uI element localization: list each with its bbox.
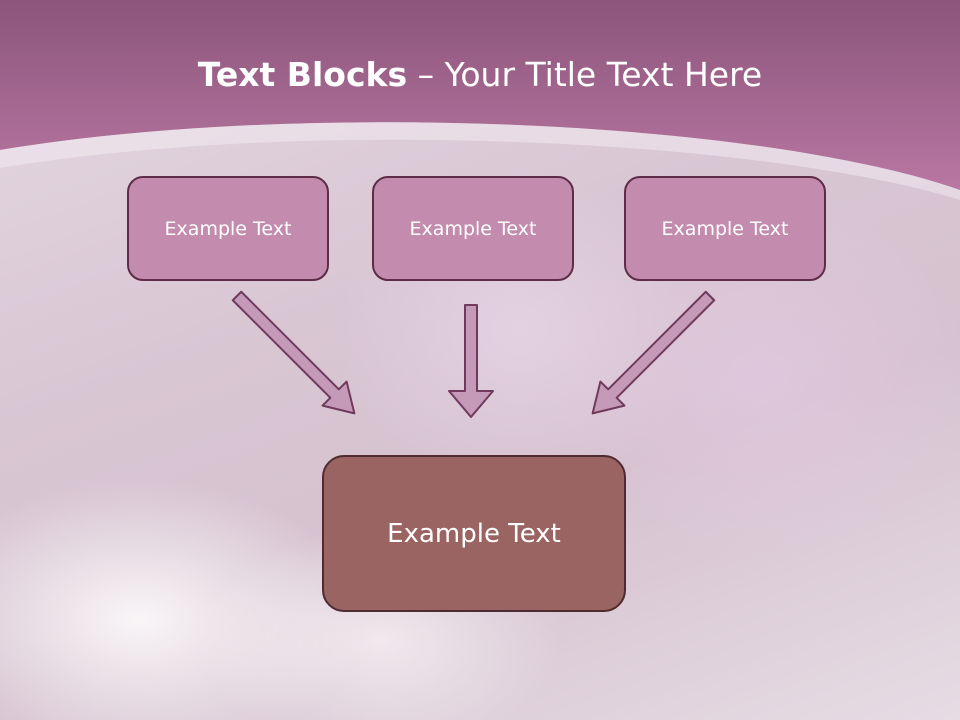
arrow-middle xyxy=(448,304,494,418)
arrow-left xyxy=(231,290,356,415)
text-box-center-label: Example Text xyxy=(387,518,561,549)
slide-title: Text Blocks – Your Title Text Here xyxy=(0,52,960,98)
text-box-right-label: Example Text xyxy=(661,217,789,240)
text-box-left: Example Text xyxy=(127,176,329,281)
text-box-right: Example Text xyxy=(624,176,826,281)
header-band xyxy=(0,0,960,200)
text-box-center: Example Text xyxy=(322,455,626,612)
header-shape xyxy=(0,0,960,190)
title-rest: Your Title Text Here xyxy=(444,55,763,94)
title-bold: Text Blocks xyxy=(197,55,408,94)
text-box-left-label: Example Text xyxy=(164,217,292,240)
header-swoosh xyxy=(0,122,960,200)
text-box-middle-label: Example Text xyxy=(409,217,537,240)
arrow-right xyxy=(591,290,716,415)
text-box-middle: Example Text xyxy=(372,176,574,281)
title-dash: – xyxy=(407,55,445,94)
